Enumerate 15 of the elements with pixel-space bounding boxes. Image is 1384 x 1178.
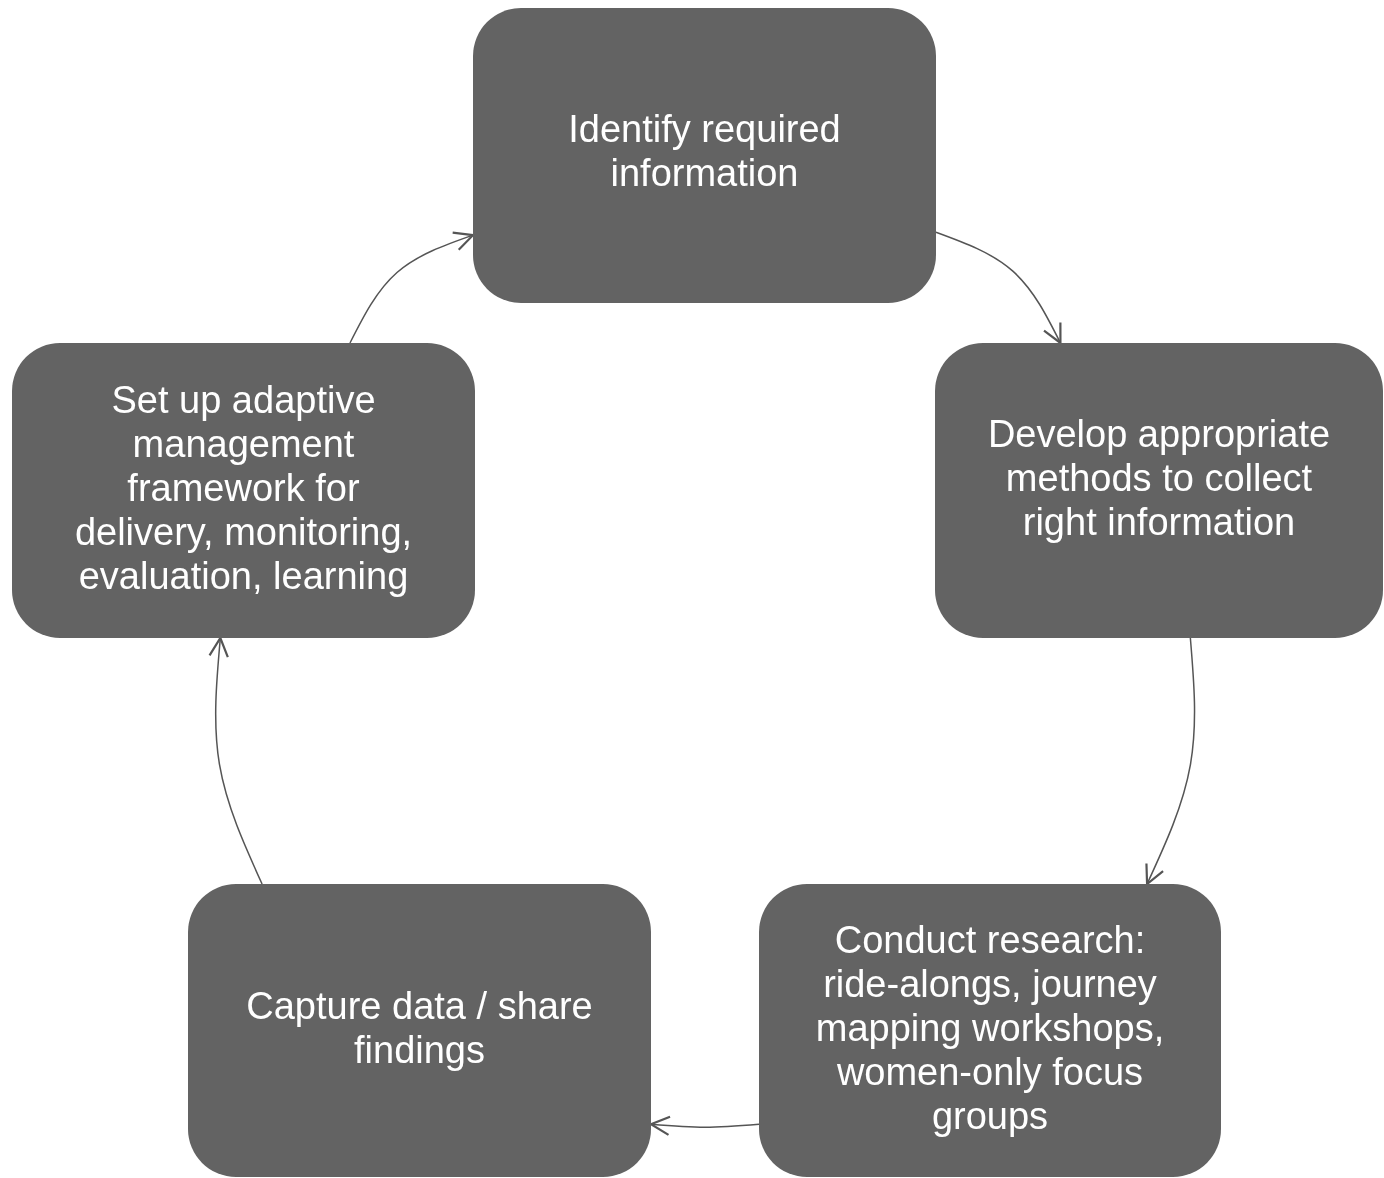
curved-arrow (649, 1115, 760, 1136)
rounded-box (12, 343, 475, 638)
rounded-box (759, 884, 1221, 1177)
curved-arrow (1145, 637, 1196, 886)
step-text: Conduct research: ride-alongs, journey mapping workshops, women-only focus groups (814, 918, 1166, 1138)
step-text: Capture data / share findings (245, 984, 594, 1072)
rounded-box (473, 8, 936, 303)
curved-arrow (208, 636, 263, 885)
curved-arrow (349, 231, 475, 344)
step-text: Set up adaptive management framework for delivery, monitoring, evaluation, learning (73, 378, 414, 598)
curved-arrow (935, 231, 1062, 345)
rounded-box (188, 884, 651, 1177)
step-text: Identify required information (567, 106, 842, 195)
rounded-box (935, 343, 1383, 638)
step-text: Develop appropriate methods to collect right information (986, 412, 1332, 544)
